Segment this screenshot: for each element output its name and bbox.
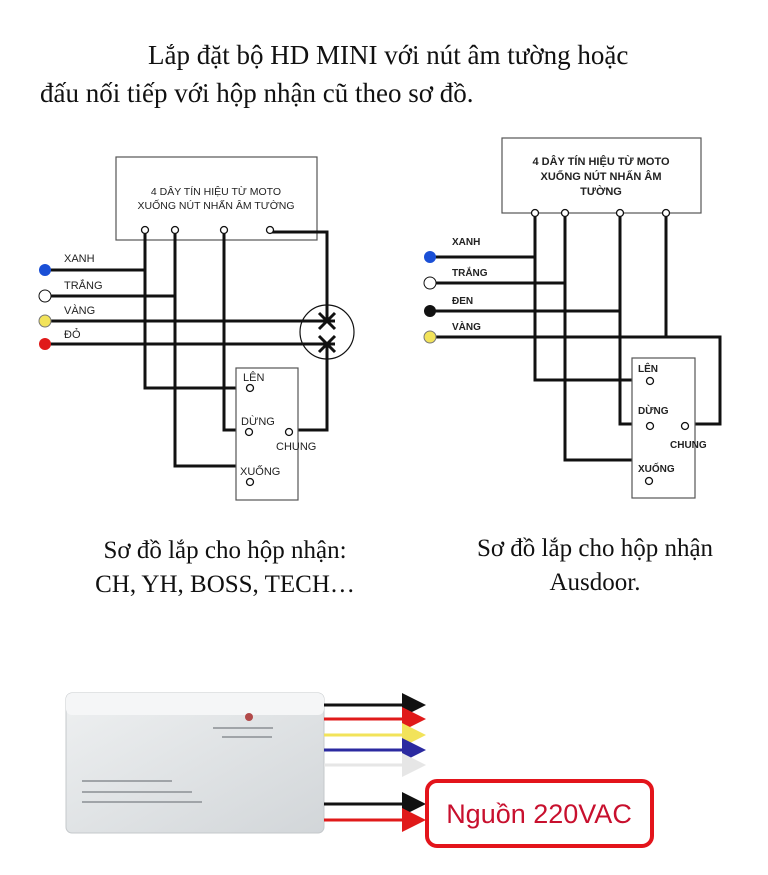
status-led-icon <box>245 713 253 721</box>
left-dot-blue <box>39 264 51 276</box>
left-dot-white <box>38 289 52 303</box>
right-label-dung: DỪNG <box>638 404 669 417</box>
left-label-vang: VÀNG <box>64 304 95 317</box>
right-label-xanh: XANH <box>452 237 480 248</box>
right-box-line-1: 4 DÂY TÍN HIỆU TỪ MOTO <box>532 155 670 168</box>
right-label-trang: TRẮNG <box>452 266 488 279</box>
left-moto-box <box>115 156 318 241</box>
right-dot-yellow <box>423 330 437 344</box>
left-dot-red <box>39 338 51 350</box>
right-label-chung: CHUNG <box>670 440 707 451</box>
left-label-len: LÊN <box>243 371 264 384</box>
right-label-den: ĐEN <box>452 296 473 307</box>
right-switch-box <box>631 357 696 499</box>
right-caption-line-1: Sơ đồ lắp cho hộp nhận <box>476 535 714 562</box>
right-box-line-2: XUỐNG NÚT NHẤN ÂM <box>541 169 662 183</box>
left-box-line-1: 4 DÂY TÍN HIỆU TỪ MOTO <box>151 185 281 198</box>
title-line-2: đấu nối tiếp với hộp nhận cũ theo sơ đồ. <box>40 78 474 108</box>
left-caption-line-2: CH, YH, BOSS, TECH… <box>95 571 355 598</box>
title-line-1: Lắp đặt bộ HD MINI với nút âm tường hoặc <box>148 40 629 70</box>
left-label-dung: DỪNG <box>241 415 275 428</box>
right-wire-vang <box>430 335 722 426</box>
page-title: Lắp đặt bộ HD MINI với nút âm tường hoặc… <box>40 36 740 112</box>
left-box-line-2: XUỐNG NÚT NHẤN ÂM TƯỜNG <box>137 198 294 212</box>
right-dot-blue <box>424 251 436 263</box>
power-label-box <box>425 779 654 848</box>
left-junction-circle <box>299 304 355 360</box>
right-moto-box <box>501 137 702 214</box>
left-label-xanh: XANH <box>64 253 95 265</box>
right-dot-black <box>424 305 436 317</box>
left-caption: Sơ đồ lắp cho hộp nhận: CH, YH, BOSS, TE… <box>40 534 410 602</box>
left-label-trang: TRẮNG <box>64 279 103 292</box>
right-label-vang: VÀNG <box>452 320 481 333</box>
left-label-xuong: XUỐNG <box>240 464 280 478</box>
power-label: Nguồn 220VAC <box>446 799 632 829</box>
left-dot-yellow <box>38 314 52 328</box>
left-caption-line-1: Sơ đồ lắp cho hộp nhận: <box>103 537 347 564</box>
right-label-xuong: XUỐNG <box>638 461 675 475</box>
right-caption: Sơ đồ lắp cho hộp nhận Ausdoor. <box>430 532 760 600</box>
right-caption-line-2: Ausdoor. <box>549 569 641 596</box>
right-label-len: LÊN <box>638 362 658 375</box>
left-label-do: ĐỎ <box>64 328 81 341</box>
left-label-chung: CHUNG <box>276 441 316 453</box>
right-box-line-3: TƯỜNG <box>580 185 622 198</box>
right-dot-white <box>423 276 437 290</box>
receiver-box <box>65 692 325 834</box>
